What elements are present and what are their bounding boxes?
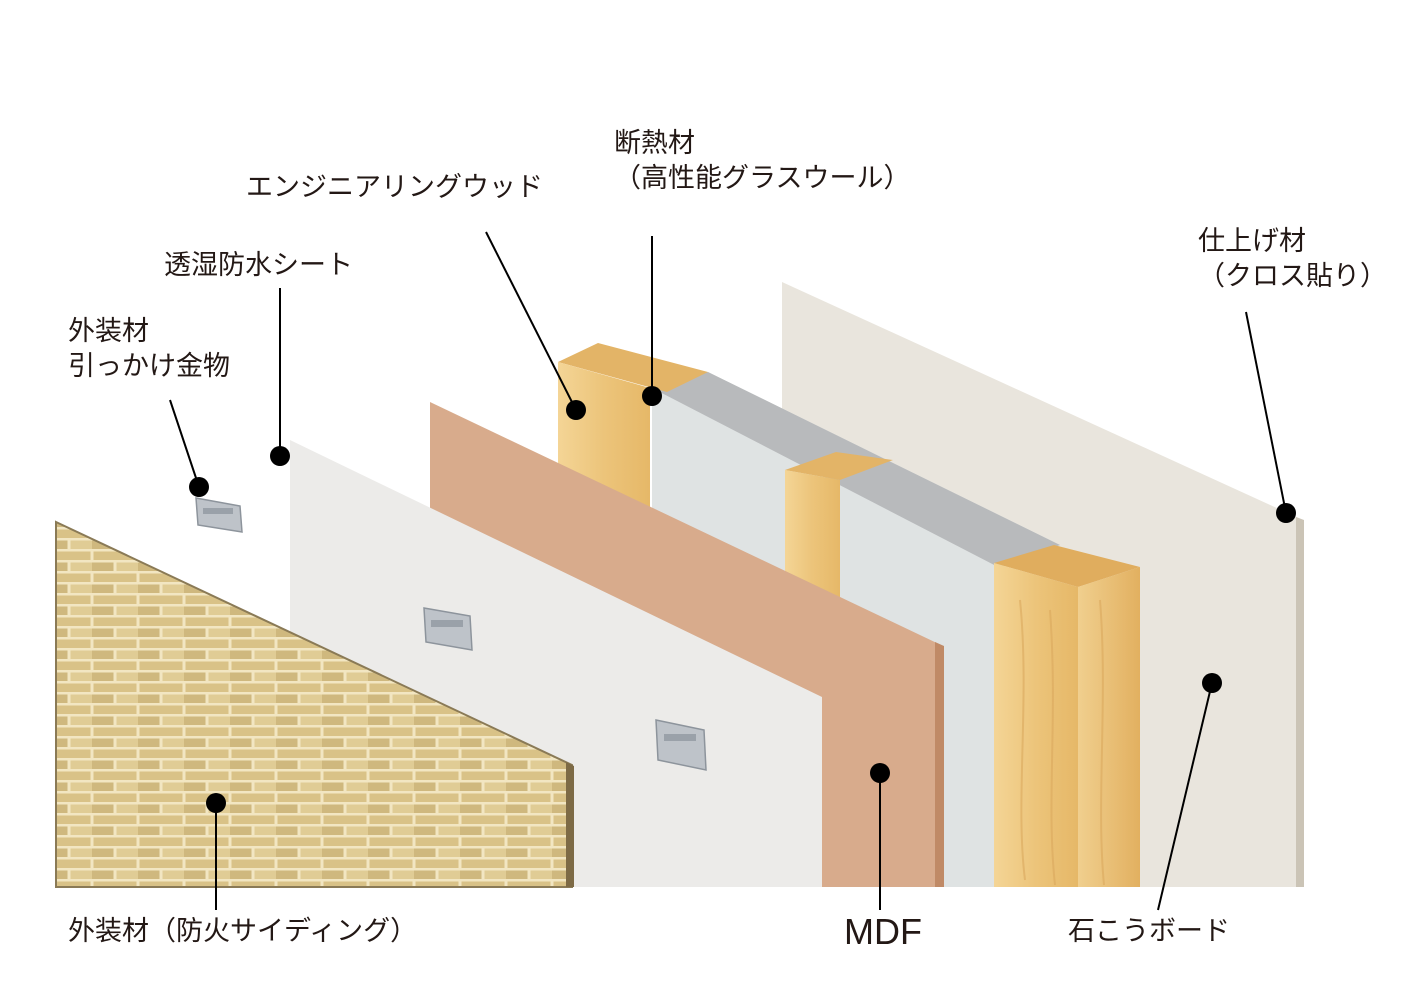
label-finish: 仕上げ材 （クロス貼り） <box>1198 224 1387 294</box>
label-board: 石こうボード <box>1068 916 1230 947</box>
dot-board <box>1202 673 1222 693</box>
label-insulation: 断熱材 （高性能グラスウール） <box>614 126 910 196</box>
label-hook-line1: 外装材 <box>68 316 149 347</box>
label-finish-line2: （クロス貼り） <box>1198 261 1387 292</box>
callout-lines <box>169 231 1287 911</box>
label-insulation-line1: 断熱材 <box>614 128 695 159</box>
label-mdf: MDF <box>844 911 922 952</box>
metal-bracket-3 <box>655 719 707 771</box>
metal-bracket-2 <box>423 607 473 651</box>
dot-siding <box>206 793 226 813</box>
label-insulation-line2: （高性能グラスウール） <box>614 163 911 194</box>
dot-insulation <box>642 386 662 406</box>
label-hook: 外装材 引っかけ金物 <box>68 314 230 384</box>
dot-wood <box>566 400 586 420</box>
label-siding: 外装材（防火サイディング） <box>68 916 418 947</box>
dot-finish <box>1276 503 1296 523</box>
callout-dots <box>189 386 1296 813</box>
label-sheet: 透湿防水シート <box>164 250 353 281</box>
label-wood: エンジニアリングウッド <box>246 172 543 203</box>
stud-front <box>994 545 1140 887</box>
dot-sheet <box>270 446 290 466</box>
dot-hook <box>189 477 209 497</box>
dot-mdf <box>870 763 890 783</box>
brick-siding <box>55 520 574 888</box>
label-hook-line2: 引っかけ金物 <box>68 351 230 382</box>
label-finish-line1: 仕上げ材 <box>1198 226 1306 257</box>
metal-bracket-1 <box>195 497 243 533</box>
